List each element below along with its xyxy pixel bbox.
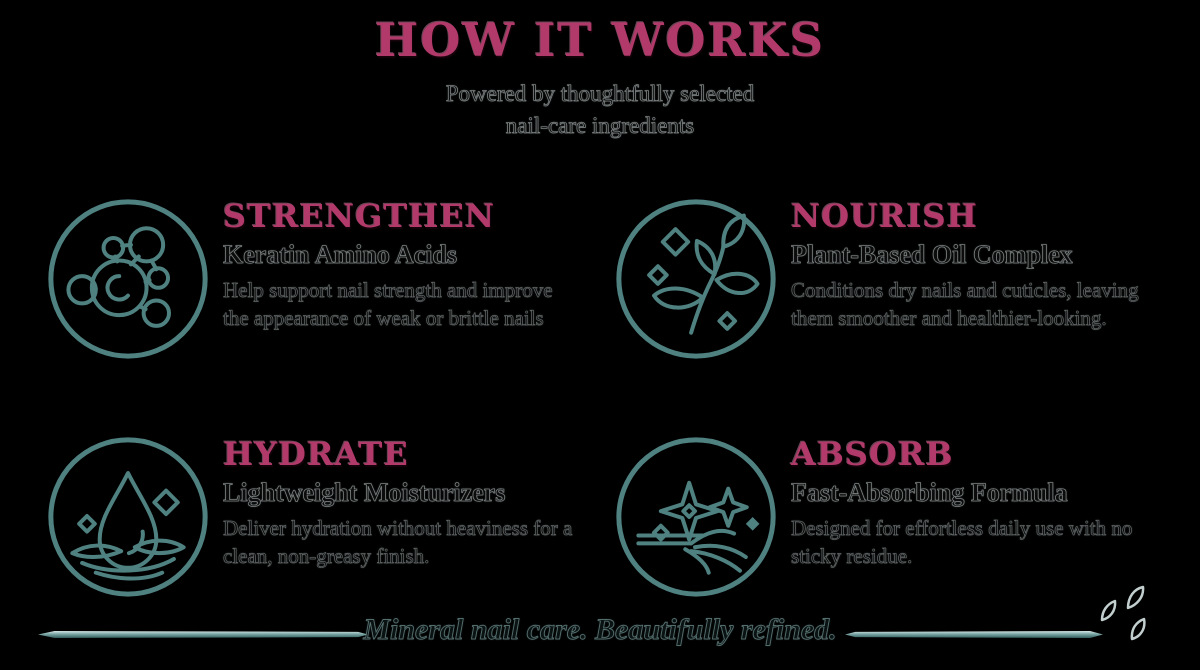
feature-body: Conditions dry nails and cuticles, leavi…: [791, 278, 1139, 331]
feature-text: ABSORB Fast-Absorbing Formula Designed f…: [791, 434, 1159, 570]
feature-absorb: ABSORB Fast-Absorbing Formula Designed f…: [613, 434, 1159, 600]
feature-subheading: Fast-Absorbing Formula: [791, 478, 1068, 508]
divider-line-right: [845, 631, 1103, 638]
page-title: HOW IT WORKS: [374, 13, 826, 67]
feature-subheading: Plant-Based Oil Complex: [791, 240, 1073, 270]
subtitle: Powered by thoughtfully selected nail-ca…: [0, 78, 1200, 142]
feature-strengthen: STRENGTHEN Keratin Amino Acids Help supp…: [45, 196, 575, 362]
feature-text: HYDRATE Lightweight Moisturizers Deliver…: [223, 434, 575, 570]
feature-body: Help support nail strength and improve t…: [223, 278, 553, 331]
feature-body: Designed for effortless daily use with n…: [791, 516, 1133, 569]
plant-sprig-icon: [613, 196, 779, 362]
feature-subheading: Keratin Amino Acids: [223, 240, 458, 270]
feature-subheading: Lightweight Moisturizers: [223, 478, 506, 508]
feature-body: Deliver hydration without heaviness for …: [223, 516, 573, 569]
feature-text: STRENGTHEN Keratin Amino Acids Help supp…: [223, 196, 575, 332]
water-drop-icon: [45, 434, 211, 600]
subtitle-line-2: nail-care ingredients: [505, 113, 695, 139]
subtitle-line-1: Powered by thoughtfully selected: [445, 81, 755, 107]
divider-line-left: [38, 631, 368, 638]
feature-heading: STRENGTHEN: [223, 197, 496, 235]
feature-hydrate: HYDRATE Lightweight Moisturizers Deliver…: [45, 434, 575, 600]
feature-heading: NOURISH: [791, 197, 978, 235]
tagline: Mineral nail care. Beautifully refined.: [363, 613, 837, 647]
leaf-flourish-icon: [1096, 584, 1158, 647]
feature-nourish: NOURISH Plant-Based Oil Complex Conditio…: [613, 196, 1159, 362]
feature-heading: HYDRATE: [223, 435, 409, 473]
hand-sparkles-icon: [613, 434, 779, 600]
header: HOW IT WORKS Powered by thoughtfully sel…: [0, 14, 1200, 142]
feature-heading: ABSORB: [791, 435, 954, 473]
feature-text: NOURISH Plant-Based Oil Complex Conditio…: [791, 196, 1159, 332]
molecule-icon: [45, 196, 211, 362]
